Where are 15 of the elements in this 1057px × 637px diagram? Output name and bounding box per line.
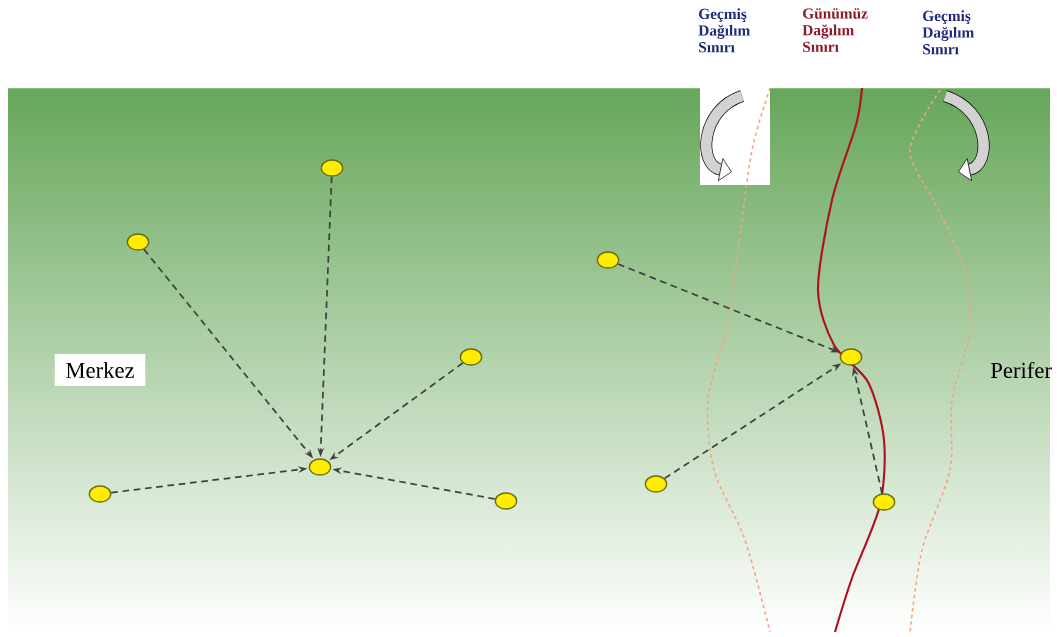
dot xyxy=(644,475,668,493)
dot xyxy=(494,492,518,510)
boundary-heading: Geçmiş Dağılım Sınırı xyxy=(922,10,974,55)
region-label: Perifer xyxy=(990,361,1052,379)
boundary-heading: Geçmiş Dağılım Sınırı xyxy=(698,8,750,53)
label-box: Merkez xyxy=(54,354,146,386)
dot xyxy=(459,348,483,366)
dot xyxy=(872,493,896,511)
dot xyxy=(596,251,620,269)
dot xyxy=(839,348,863,366)
dot xyxy=(88,485,112,503)
boundary-heading: Günümüz Dağılım Sınırı xyxy=(802,8,868,52)
dot xyxy=(320,159,344,177)
dot xyxy=(308,458,332,476)
dot xyxy=(126,233,150,251)
